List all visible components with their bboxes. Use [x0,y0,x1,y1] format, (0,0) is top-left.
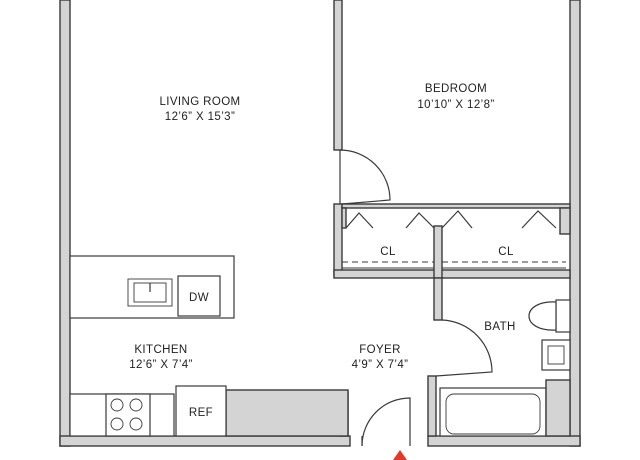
bathtub-side-wall [545,379,571,437]
left-exterior-wall [59,0,71,447]
burner-3 [110,417,124,431]
closet-left-label: CL [380,246,396,258]
bottom-wall-left [59,435,351,447]
closet-left-wall [333,203,343,277]
closet-door-right-a [441,210,473,229]
living-room-name: LIVING ROOM [159,96,240,108]
closet-left-jamb [341,207,347,229]
burner-2 [129,398,143,412]
closet-right-jamb [559,207,571,235]
entry-arrow-icon [393,450,407,460]
dishwasher-label: DW [189,292,209,304]
foyer-size: 4’9” X 7’4” [352,359,409,371]
dishwasher-icon [177,275,221,317]
vanity-icon [541,339,571,371]
kitchen-size: 12’6” X 7’4” [129,359,193,371]
bath-left-wall-upper [433,277,443,321]
closet-door-left-a [345,212,374,229]
interior-walls [225,0,571,437]
living-bedroom-wall [333,0,343,151]
room-labels: LIVING ROOM 12’6” X 15’3” BEDROOM 10’10”… [129,83,515,419]
bath [435,299,571,437]
closet-right-label: CL [498,246,514,258]
living-room-size: 12’6” X 15’3” [165,111,235,123]
kitchen-name: KITCHEN [134,344,187,356]
bathtub-icon [439,387,547,437]
closet-top-wall [341,203,571,209]
kitchen [69,255,235,437]
closets [341,203,571,269]
bath-door-swing [435,319,493,377]
toilet-tank [555,299,571,333]
foyer-name: FOYER [359,344,401,356]
closet-door-right-b [521,210,557,229]
exterior-walls [59,0,581,447]
closet-divider-wall [433,225,443,279]
entry-door-swing [361,397,411,447]
bedroom-size: 10’10” X 12’8” [417,99,494,111]
bedroom-door [339,149,391,205]
closet-bottom-wall [333,269,571,279]
bath-left-wall-lower [427,375,437,437]
kitchen-back-wall [225,389,349,437]
sink-icon [127,278,173,307]
vanity-basin [547,345,565,365]
refrigerator-label: REF [189,407,213,419]
right-exterior-wall [569,0,581,447]
bathtub-basin [445,393,541,435]
closet-door-left-b [405,212,435,229]
bedroom-name: BEDROOM [425,83,487,95]
toilet-icon [528,301,557,331]
bottom-wall-right [427,435,581,447]
bedroom-door-swing [339,149,391,205]
bath-label: BATH [484,321,515,333]
burner-1 [110,398,124,412]
entry-door [361,397,411,460]
refrigerator-icon [175,385,227,437]
burner-4 [129,417,143,431]
